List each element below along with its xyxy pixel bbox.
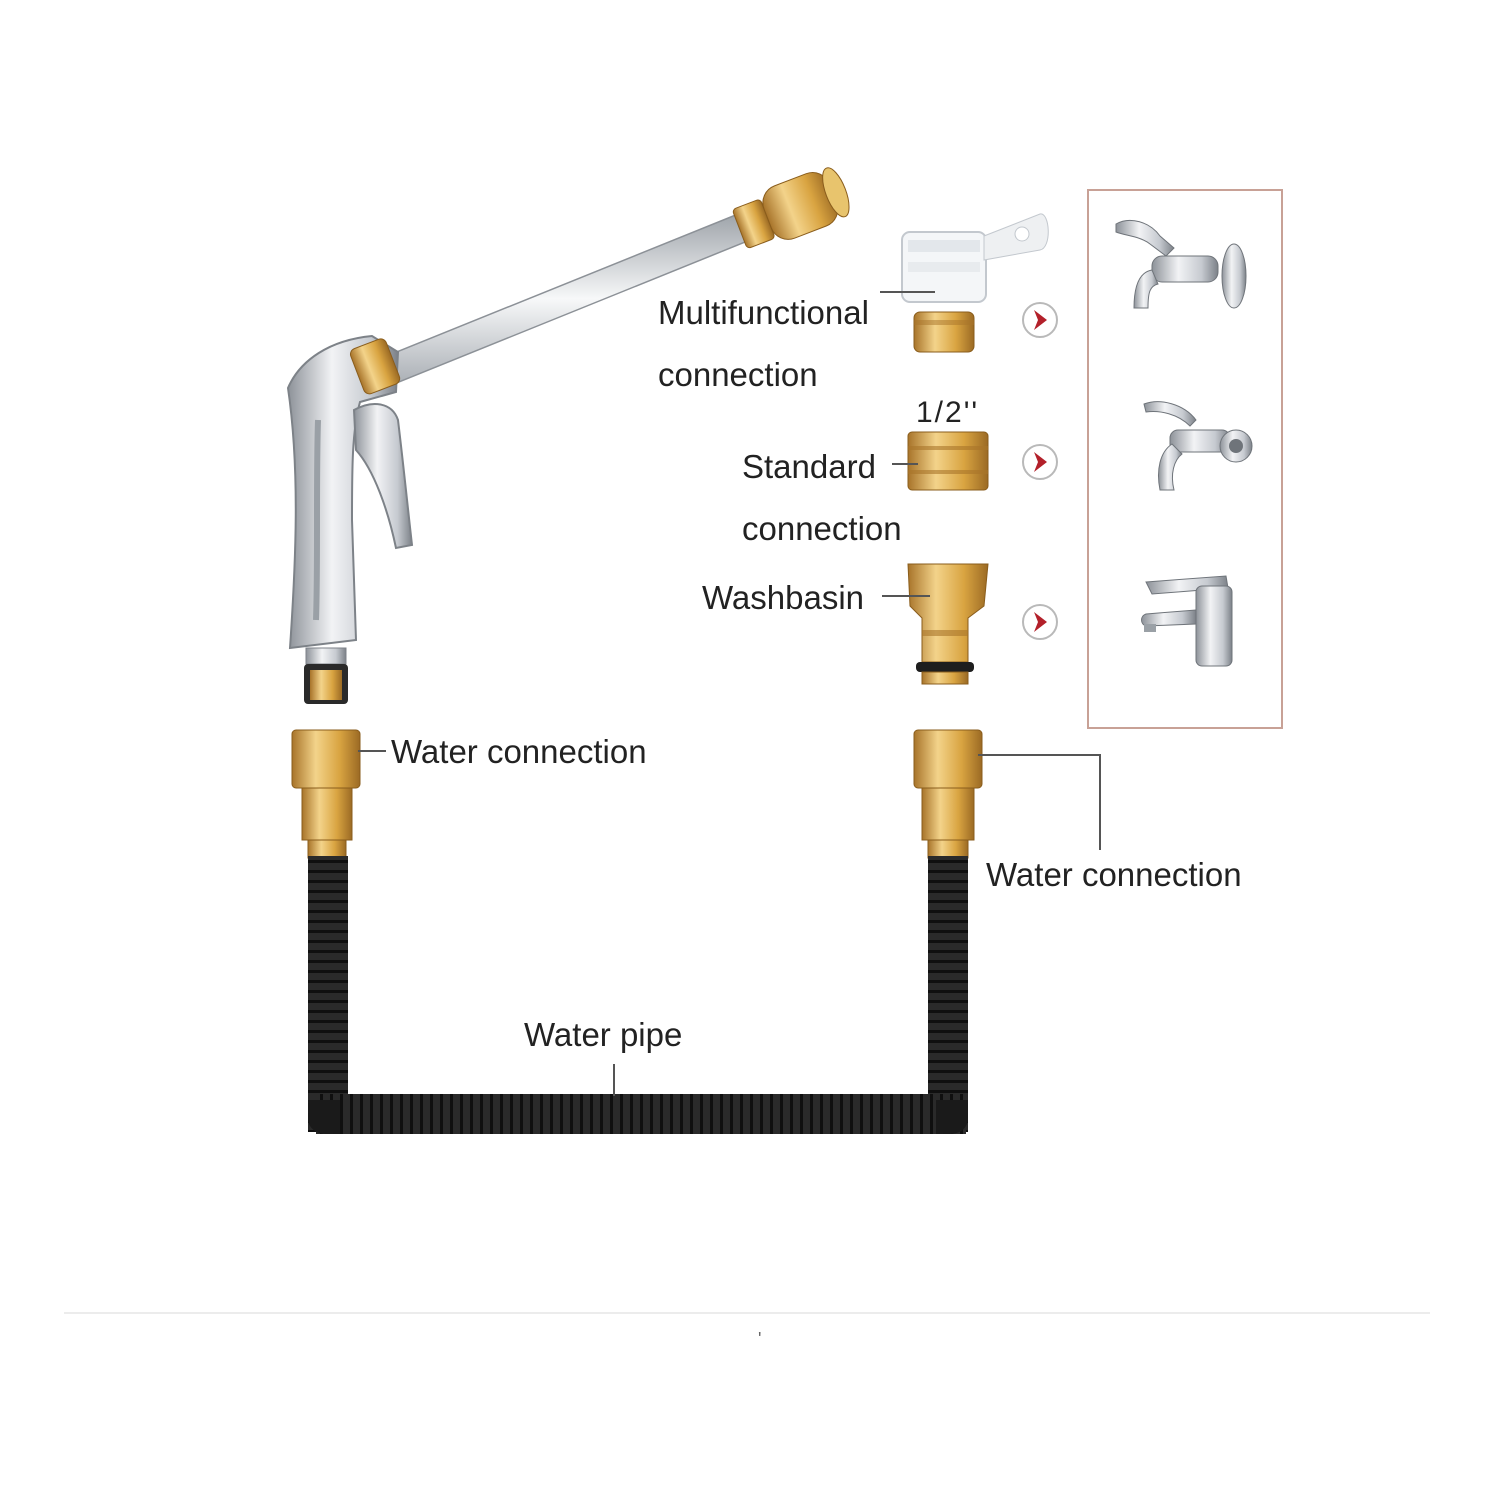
faucet-frame [1087,189,1283,729]
brass-washbasin-adapter-icon [907,563,989,685]
water-pipe-label: Water pipe [524,1016,683,1053]
brass-standard-adapter-icon [907,431,989,491]
arrow-right-circle-icon [1022,604,1058,640]
stray-mark: ' [758,1329,762,1349]
water-connection-left-label: Water connection [391,733,647,770]
standard-label-line1: Standard [742,448,876,485]
arrow-right-circle-icon [1022,302,1058,338]
multifunctional-label-line2: connection [658,356,818,393]
arrow-right-circle-icon [1022,444,1058,480]
standard-label-line2: connection [742,510,902,547]
fraction-label: 1/2'' [916,396,980,429]
basin-faucet-icon [1141,575,1233,667]
leader-water-connection-right [978,754,1101,850]
water-connection-right-label: Water connection [986,856,1242,893]
spray-gun-icon [286,167,850,704]
expandable-hose-icon [308,856,968,1134]
bib-tap-icon [1143,401,1253,491]
multifunctional-label-line1: Multifunctional [658,294,869,331]
multifunctional-adapter-icon [901,213,1049,353]
washbasin-label: Washbasin [702,579,865,616]
brass-hose-connector-icon [913,729,983,859]
leader-lines [358,291,1101,1096]
brass-hose-connector-icon [291,729,361,859]
wall-tap-icon [1115,220,1247,309]
